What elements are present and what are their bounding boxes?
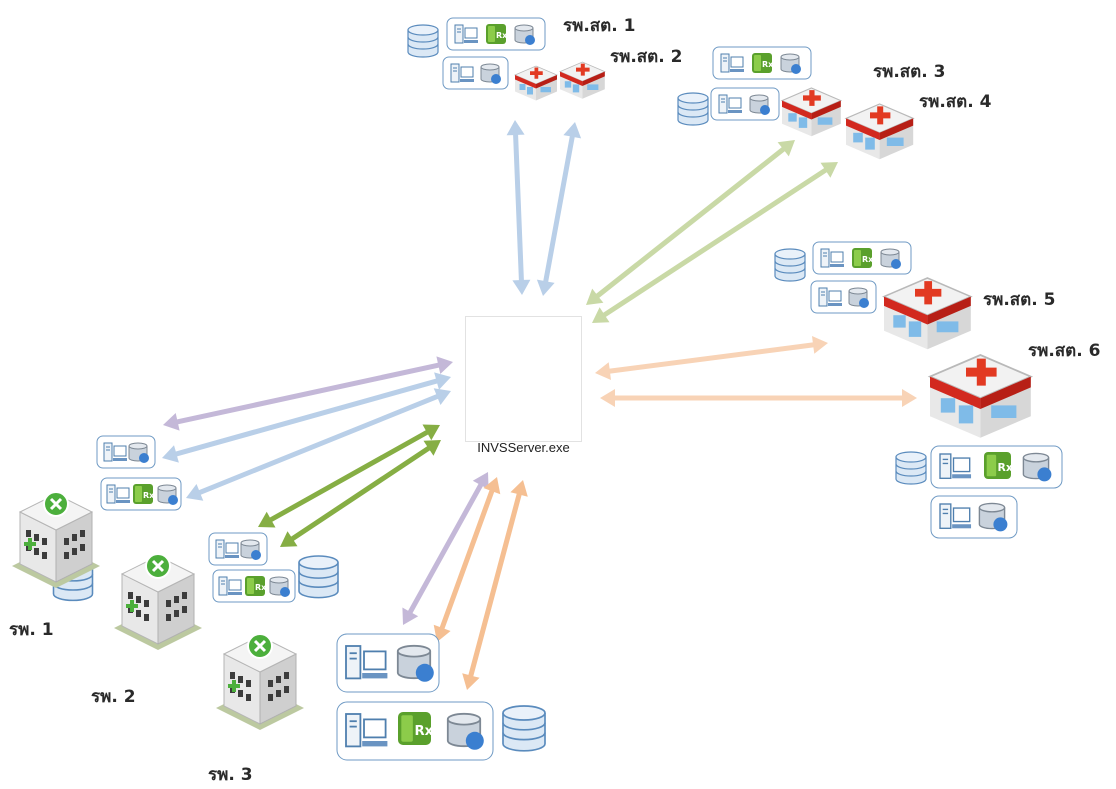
- hospital-building-icon: [214, 632, 306, 732]
- connection-arrow: [402, 472, 489, 625]
- computer-icon: [345, 713, 389, 748]
- database-plug-icon: [514, 24, 536, 46]
- connection-arrow: [280, 440, 441, 547]
- hospital-building-icon: [112, 552, 204, 652]
- database-icon: [407, 24, 439, 58]
- connection-arrow: [600, 389, 917, 407]
- computer-icon: [345, 645, 389, 680]
- computer-icon: [718, 94, 743, 114]
- database-plug-icon: [396, 644, 435, 683]
- database-icon: [502, 705, 546, 752]
- server-box: INVSServer.exe: [465, 316, 582, 455]
- connection-arrow: [433, 477, 501, 642]
- database-plug-icon: [848, 287, 870, 309]
- rx-icon: [852, 248, 875, 268]
- computer-icon: [939, 453, 972, 479]
- connection-arrow: [506, 120, 531, 295]
- health-center-building-icon: [929, 354, 1032, 439]
- rx-icon: [133, 484, 156, 504]
- computer-icon: [820, 248, 845, 268]
- connection-arrow: [186, 388, 451, 501]
- health-center-building-icon: [845, 103, 914, 160]
- site-hospital3-equipment: [214, 632, 546, 761]
- label-hospital1: รพ. 1: [9, 620, 54, 640]
- database-plug-icon: [269, 576, 291, 598]
- label-pcu4: รพ.สต. 4: [919, 92, 992, 112]
- database-plug-icon: [480, 63, 502, 85]
- rx-icon: [486, 24, 509, 44]
- health-center-building-icon: [883, 277, 972, 351]
- label-hospital3: รพ. 3: [208, 765, 253, 785]
- computer-icon: [215, 539, 240, 559]
- database-icon: [298, 555, 339, 599]
- database-icon: [774, 248, 806, 282]
- computer-icon: [103, 442, 128, 462]
- server-label: INVSServer.exe: [477, 440, 570, 455]
- database-icon: [895, 451, 927, 485]
- database-plug-icon: [780, 53, 802, 75]
- connection-arrow: [586, 140, 795, 305]
- site-hospital1-equipment: [10, 435, 182, 602]
- connection-arrow: [536, 122, 582, 296]
- connection-arrow: [595, 336, 828, 380]
- database-plug-icon: [880, 248, 902, 270]
- computer-icon: [218, 576, 243, 596]
- database-plug-icon: [978, 502, 1009, 533]
- computer-icon: [818, 287, 843, 307]
- label-hospital2: รพ. 2: [91, 687, 136, 707]
- rx-icon: [245, 576, 268, 596]
- site-pcu5-equipment: [774, 241, 972, 351]
- database-plug-icon: [749, 94, 771, 116]
- database-icon: [677, 92, 709, 126]
- site-pcu1-equipment: [407, 17, 546, 58]
- connection-arrow: [462, 480, 528, 690]
- label-pcu1: รพ.สต. 1: [563, 16, 636, 36]
- site-hospital2-equipment: [112, 532, 339, 652]
- connection-arrow: [592, 162, 838, 323]
- health-center-building-icon: [781, 87, 842, 137]
- database-plug-icon: [157, 484, 179, 506]
- health-center-building-icon: [514, 65, 558, 101]
- connection-arrow: [163, 356, 453, 431]
- site-pcu2-equipment: [442, 56, 606, 101]
- computer-icon: [939, 503, 972, 529]
- database-plug-icon: [1022, 452, 1053, 483]
- label-pcu3: รพ.สต. 3: [873, 62, 946, 82]
- computer-icon: [450, 63, 475, 83]
- computer-icon: [106, 484, 131, 504]
- computer-icon: [454, 24, 479, 44]
- rx-icon: [398, 712, 434, 745]
- site-pcu3-equipment: [677, 46, 914, 160]
- connection-arrow: [258, 424, 440, 528]
- connection-arrow: [162, 372, 451, 463]
- database-plug-icon: [128, 442, 150, 464]
- computer-icon: [720, 53, 745, 73]
- label-pcu5: รพ.สต. 5: [983, 290, 1056, 310]
- database-plug-icon: [240, 539, 262, 561]
- label-pcu2: รพ.สต. 2: [610, 47, 683, 67]
- rx-icon: [752, 53, 775, 73]
- database-plug-icon: [446, 712, 485, 751]
- label-pcu6: รพ.สต. 6: [1028, 341, 1101, 361]
- rx-icon: [984, 452, 1013, 479]
- site-pcu6-equipment: [895, 354, 1063, 539]
- health-center-building-icon: [559, 61, 606, 100]
